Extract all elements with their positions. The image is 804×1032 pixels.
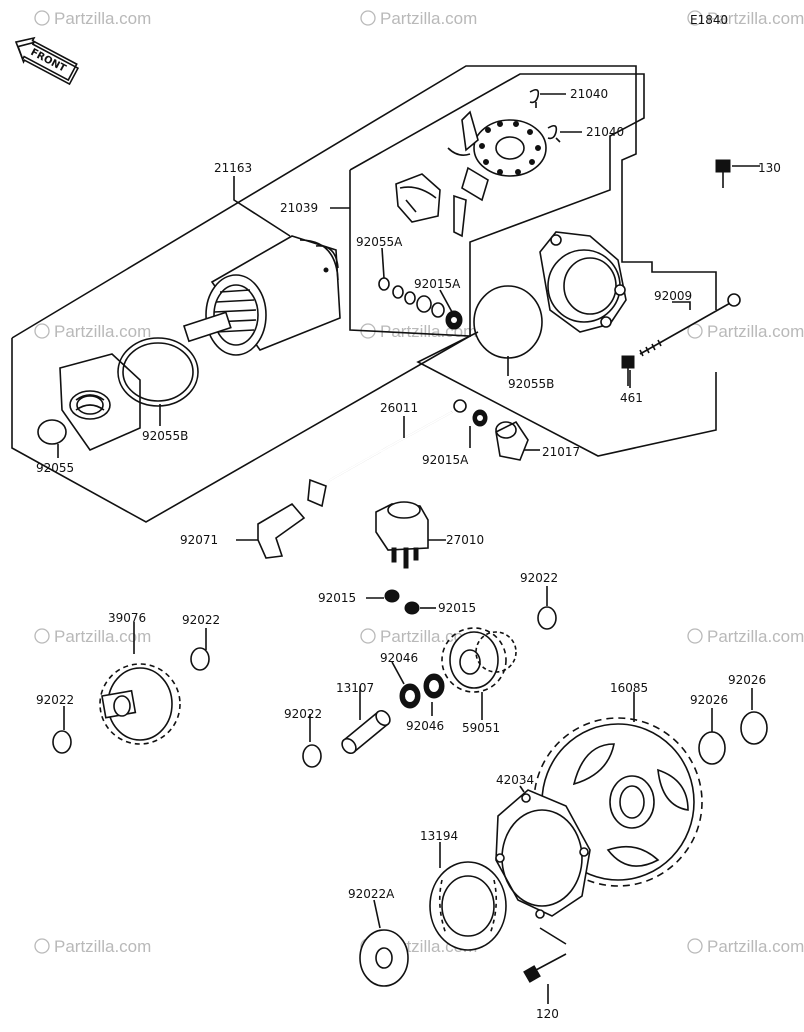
- label-92046-a: 92046: [380, 651, 418, 665]
- label-59051: 59051: [462, 721, 500, 735]
- hose-92071: [257, 502, 306, 559]
- label-92009: 92009: [654, 289, 692, 303]
- label-21017: 21017: [542, 445, 580, 459]
- starter-relay-27010: [375, 501, 429, 569]
- watermark-text: Partzilla.com: [707, 937, 804, 956]
- label-92022-b: 92022: [36, 693, 74, 707]
- nut-92015-b: [404, 601, 420, 615]
- label-13194: 13194: [420, 829, 458, 843]
- bolt-120: [523, 953, 567, 983]
- label-92022-r: 92022: [520, 571, 558, 585]
- watermark-text: Partzilla.com: [54, 627, 151, 646]
- starter-motor-body: [182, 235, 341, 356]
- label-92022-a: 92022: [182, 613, 220, 627]
- part-labels: 21163 21039 21040 21040 130 92009 461 92…: [36, 87, 781, 1021]
- watermark-text: Partzilla.com: [54, 322, 151, 341]
- watermark-4: Partzilla.com: [34, 322, 151, 341]
- watermark-text: Partzilla.com: [707, 322, 804, 341]
- watermark-text: Partzilla.com: [380, 9, 477, 28]
- leader-lines: [57, 93, 753, 1004]
- washer-92022A: [359, 929, 409, 987]
- watermark-9: Partzilla.com: [687, 627, 804, 646]
- washer-stack: [378, 277, 463, 330]
- watermark-2: Partzilla.com: [360, 9, 477, 28]
- brush-plate-holes: [479, 121, 541, 175]
- one-way-clutch-13194: [429, 861, 507, 951]
- label-92071: 92071: [180, 533, 218, 547]
- nut-92015-a: [384, 589, 400, 603]
- front-arrow-icon: FRONT: [14, 36, 80, 86]
- label-92022-c: 92022: [284, 707, 322, 721]
- front-cover-part: [539, 231, 627, 333]
- washer-92026-a: [698, 731, 726, 765]
- label-27010: 27010: [446, 533, 484, 547]
- label-92055B-right: 92055B: [508, 377, 554, 391]
- label-130: 130: [758, 161, 781, 175]
- watermark-1: Partzilla.com: [34, 9, 151, 28]
- watermarks: Partzilla.com Partzilla.com Partzilla.co…: [34, 9, 804, 956]
- label-39076: 39076: [108, 611, 146, 625]
- label-26011: 26011: [380, 401, 418, 415]
- gear-59051: [441, 627, 517, 693]
- watermark-text: Partzilla.com: [707, 9, 804, 28]
- label-92055A: 92055A: [356, 235, 403, 249]
- washer-92026-b: [740, 711, 768, 745]
- label-21163: 21163: [214, 161, 252, 175]
- label-92015A-top: 92015A: [414, 277, 461, 291]
- label-92015-a: 92015: [318, 591, 356, 605]
- label-92055B-left: 92055B: [142, 429, 188, 443]
- bolt-130: [715, 159, 760, 188]
- watermark-text: Partzilla.com: [380, 627, 477, 646]
- label-21040-b: 21040: [586, 125, 624, 139]
- brush-spring-21040-a: [529, 88, 540, 108]
- label-92026-b: 92026: [728, 673, 766, 687]
- label-13107: 13107: [336, 681, 374, 695]
- brush-holder-assembly: [395, 88, 561, 238]
- washer-92022-c: [302, 744, 322, 768]
- watermark-3: Partzilla.com: [687, 9, 804, 28]
- watermark-text: Partzilla.com: [54, 9, 151, 28]
- o-ring-92055: [37, 419, 67, 445]
- brush-spring-21040-b: [547, 124, 561, 143]
- starter-cable-26011: [307, 399, 467, 508]
- nut-461: [621, 355, 635, 369]
- through-bolt-92009: [639, 293, 741, 357]
- diagram-code: E1840: [690, 13, 728, 27]
- terminal-cap-21017: [495, 420, 529, 461]
- watermark-6: Partzilla.com: [687, 322, 804, 341]
- watermark-7: Partzilla.com: [34, 627, 151, 646]
- watermark-text: Partzilla.com: [54, 937, 151, 956]
- shaft-13107: [341, 709, 391, 755]
- end-cover-part: [59, 353, 141, 451]
- label-92015A-mid: 92015A: [422, 453, 469, 467]
- washer-92022-b: [52, 730, 72, 754]
- label-92015-b: 92015: [438, 601, 476, 615]
- watermark-text: Partzilla.com: [707, 627, 804, 646]
- washer-92022-a: [190, 647, 210, 671]
- washer-92022-r: [537, 606, 557, 630]
- watermark-8: Partzilla.com: [360, 627, 477, 646]
- label-92046-b: 92046: [406, 719, 444, 733]
- o-ring-92055B-right: [473, 285, 543, 359]
- label-16085: 16085: [610, 681, 648, 695]
- label-120: 120: [536, 1007, 559, 1021]
- watermark-10: Partzilla.com: [34, 937, 151, 956]
- idler-gear-39076: [99, 663, 181, 745]
- label-92026-a: 92026: [690, 693, 728, 707]
- assembly-outline-21039: [349, 73, 645, 337]
- label-461: 461: [620, 391, 643, 405]
- o-ring-92055B-left: [117, 337, 199, 407]
- label-21039: 21039: [280, 201, 318, 215]
- watermark-12: Partzilla.com: [687, 937, 804, 956]
- label-92022A: 92022A: [348, 887, 395, 901]
- starter-clutch-42034: [495, 789, 591, 919]
- label-21040-a: 21040: [570, 87, 608, 101]
- needle-bearing-92046-b: [423, 673, 445, 699]
- needle-bearing-92046-a: [399, 683, 421, 709]
- label-42034: 42034: [496, 773, 534, 787]
- assembly-outline-21163: [11, 65, 717, 523]
- label-92055: 92055: [36, 461, 74, 475]
